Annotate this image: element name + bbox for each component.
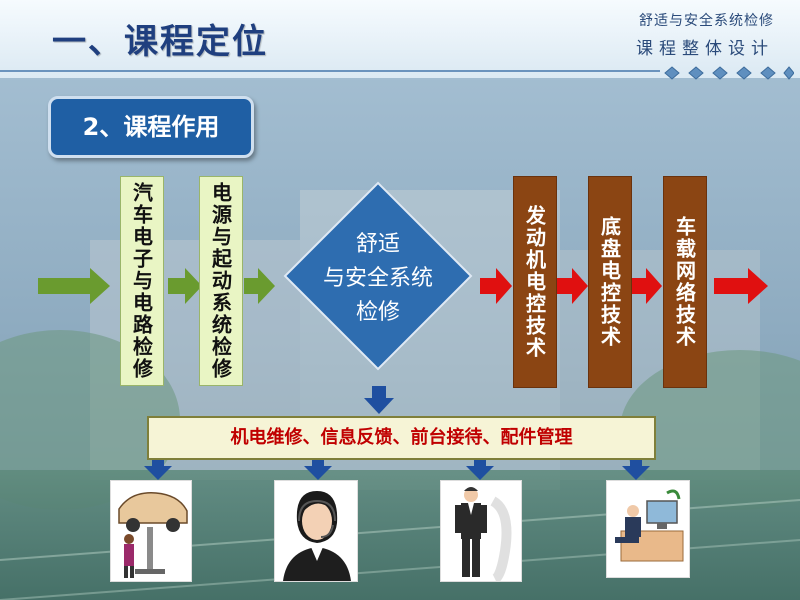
slide-title: 一、课程定位 bbox=[52, 22, 268, 62]
green-arrow-1 bbox=[38, 268, 110, 304]
green-arrow-2 bbox=[168, 268, 202, 304]
red-arrow-2 bbox=[556, 268, 588, 304]
course-box-engine-control: 发动机电控技术 bbox=[513, 176, 557, 388]
course-name: 舒适与安全系统检修 bbox=[639, 13, 774, 29]
red-arrow-3 bbox=[630, 268, 662, 304]
slide-header bbox=[0, 0, 800, 78]
office-worker-icon bbox=[606, 480, 690, 578]
course-box-auto-electronics: 汽车电子与电路检修 bbox=[120, 176, 164, 386]
blue-down-arrow-main bbox=[364, 386, 394, 414]
blue-down-arrow-1 bbox=[144, 458, 172, 480]
course-box-vehicle-network: 车载网络技术 bbox=[663, 176, 707, 388]
blue-down-arrow-4 bbox=[622, 458, 650, 480]
course-box-chassis-control: 底盘电控技术 bbox=[588, 176, 632, 388]
course-box-power-start: 电源与起动系统检修 bbox=[199, 176, 243, 386]
core-course-line2: 与安全系统 bbox=[322, 266, 433, 291]
green-arrow-3 bbox=[244, 268, 275, 304]
job-tasks-box: 机电维修、信息反馈、前台接待、配件管理 bbox=[147, 416, 656, 460]
red-arrow-1 bbox=[480, 268, 512, 304]
job-tasks-text: 机电维修、信息反馈、前台接待、配件管理 bbox=[230, 427, 573, 448]
section-label: 2、课程作用 bbox=[82, 113, 220, 141]
section-badge: 2、课程作用 bbox=[48, 96, 254, 158]
course-subtitle: 课程整体设计 bbox=[636, 39, 774, 59]
blue-down-arrow-2 bbox=[304, 458, 332, 480]
businessman-icon bbox=[440, 480, 522, 582]
car-repair-icon bbox=[110, 480, 192, 582]
core-course-line3: 检修 bbox=[355, 300, 400, 325]
blue-down-arrow-3 bbox=[466, 458, 494, 480]
core-course-diamond bbox=[283, 181, 473, 371]
diamond-dots-decoration bbox=[664, 66, 794, 80]
core-course-line1: 舒适 bbox=[355, 232, 400, 257]
core-course-label: 舒适 与安全系统 检修 bbox=[300, 228, 456, 330]
red-arrow-4 bbox=[714, 268, 768, 304]
headset-operator-icon bbox=[274, 480, 358, 582]
header-divider bbox=[0, 70, 660, 72]
